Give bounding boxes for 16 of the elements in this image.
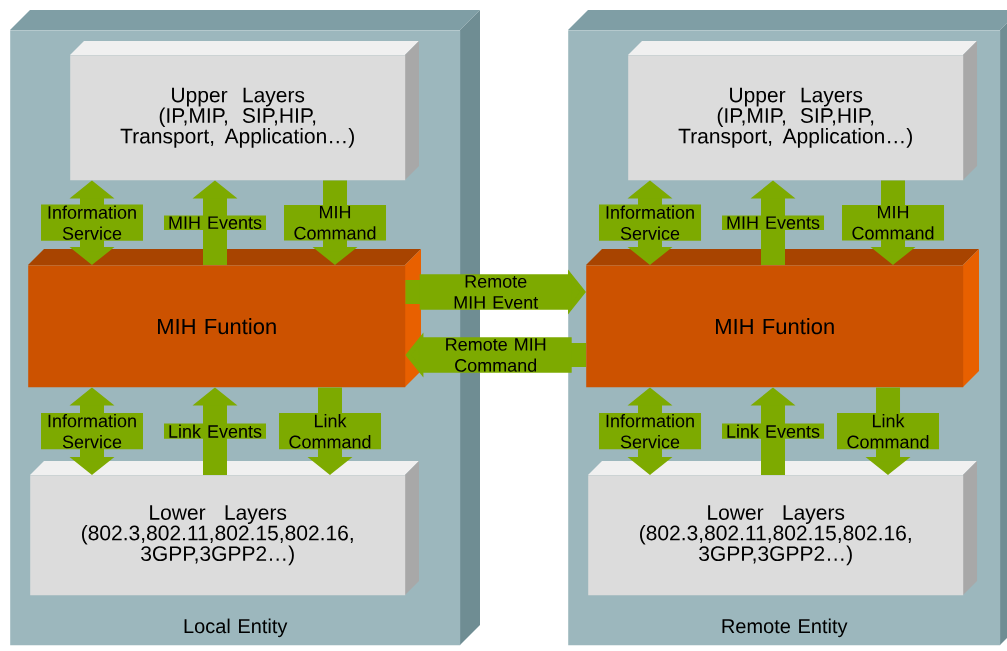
function-box: MIH Funtion [586,249,979,388]
edge-label: Link Command [837,413,939,450]
edge-label: MIH Command [284,204,386,241]
layer-box: Lower Layers (802.3,802.11,802.15,802.16, 3GPP,3GPP2…) [588,461,977,596]
layer-box: Lower Layers (802.3,802.11,802.15,802.16, 3GPP,3GPP2…) [30,461,419,596]
layer-box: Upper Layers (IP,MIP, SIP,HIP, Transport, Application…) [628,41,977,181]
edge-label: Information Service [41,204,143,241]
edge-label: Information Service [41,413,143,450]
edge-label: MIH Events [722,215,824,230]
layer-box: Upper Layers (IP,MIP, SIP,HIP, Transport, Application…) [70,41,419,181]
edge-label: Information Service [599,413,701,450]
function-box: MIH Funtion [28,249,421,388]
edge-label: Information Service [599,204,701,241]
edge-label: Link Command [279,413,381,450]
edge-label: MIH Command [842,204,944,241]
edge-label: MIH Events [164,215,266,230]
